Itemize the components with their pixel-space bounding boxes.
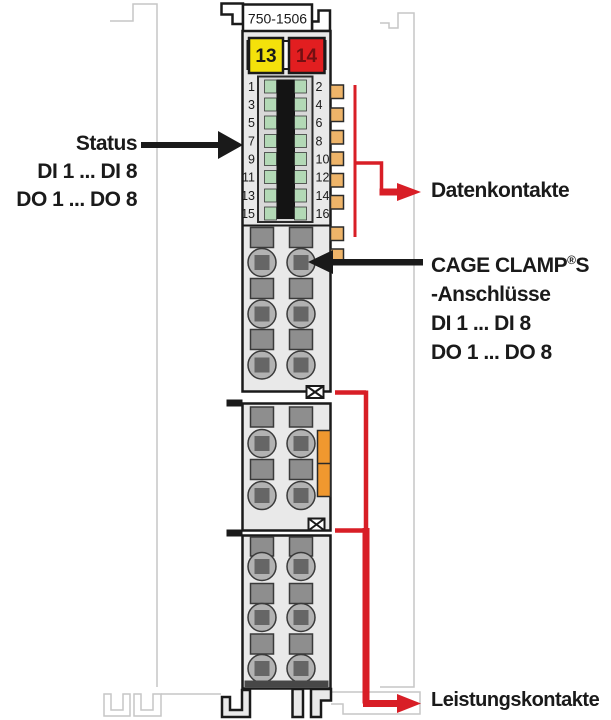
mounting-feet bbox=[220, 687, 333, 719]
svg-text:8: 8 bbox=[316, 135, 323, 149]
right-module-outline bbox=[380, 12, 415, 688]
led-status-block: 1 3 5 7 9 11 13 15 2 4 6 8 10 12 14 16 bbox=[241, 75, 330, 223]
top-right-hook bbox=[310, 9, 332, 33]
red-address-button bbox=[287, 36, 326, 75]
led-center-strip bbox=[276, 79, 295, 219]
cage-clamp-label: CAGE CLAMP®S -Anschlüsse DI 1 ... DI 8 D… bbox=[431, 246, 590, 367]
right-module-foot-outline bbox=[331, 691, 421, 715]
part-number-text: 750-1506 bbox=[248, 11, 307, 27]
left-module-foot-outline bbox=[103, 693, 131, 717]
svg-text:5: 5 bbox=[248, 116, 255, 130]
svg-text:15: 15 bbox=[241, 207, 255, 221]
cage-clamp-arrow bbox=[308, 250, 423, 274]
datenkontakte-line bbox=[353, 85, 421, 237]
red-annotation-lines bbox=[335, 85, 421, 713]
svg-text:2: 2 bbox=[316, 80, 323, 94]
module-body-lower bbox=[226, 529, 332, 690]
left-module-foot-outline bbox=[133, 693, 162, 717]
svg-text:13: 13 bbox=[241, 189, 255, 203]
cage-clamp-subtitle: -Anschlüsse bbox=[431, 283, 551, 306]
data-contact-pins bbox=[329, 84, 345, 264]
datenkontakte-label: Datenkontakte bbox=[431, 179, 570, 202]
svg-text:7: 7 bbox=[248, 135, 255, 149]
bottom-dark-strip bbox=[244, 680, 329, 687]
svg-text:4: 4 bbox=[316, 98, 323, 112]
svg-text:12: 12 bbox=[316, 171, 330, 185]
power-jumper-contact bbox=[316, 429, 332, 498]
yellow-address-button bbox=[247, 36, 285, 75]
datenkontakte-arrowhead bbox=[397, 183, 421, 201]
right-foot-prong bbox=[309, 687, 333, 719]
adjacent-modules-outline bbox=[103, 3, 421, 717]
left-module-outline bbox=[110, 3, 158, 687]
leistungskontakte-line bbox=[335, 390, 421, 713]
part-number-box bbox=[241, 3, 314, 33]
status-arrow bbox=[141, 131, 243, 159]
black-annotation-arrows bbox=[141, 131, 423, 274]
left-latch-tick bbox=[226, 529, 243, 537]
status-di-range: DI 1 ... DI 8 bbox=[37, 160, 137, 183]
svg-text:1: 1 bbox=[248, 80, 255, 94]
left-latch-tick bbox=[226, 399, 243, 407]
cage-clamp-do-range: DO 1 ... DO 8 bbox=[431, 341, 552, 364]
middle-foot-prong bbox=[291, 687, 305, 719]
registered-trademark-symbol: ® bbox=[567, 253, 576, 267]
module-body-middle bbox=[226, 399, 332, 532]
left-foot bbox=[220, 688, 252, 719]
module-top-tab: 750-1506 bbox=[220, 2, 332, 33]
status-do-range: DO 1 ... DO 8 bbox=[16, 188, 137, 211]
led-array bbox=[264, 79, 307, 221]
addressing-buttons: 13 14 bbox=[246, 36, 327, 75]
pin-numbers-left: 1 3 5 7 9 11 13 15 bbox=[241, 80, 255, 221]
svg-text:6: 6 bbox=[316, 116, 323, 130]
cage-clamp-di-range: DI 1 ... DI 8 bbox=[431, 312, 531, 335]
power-jumper-symbol-bottom bbox=[307, 517, 326, 532]
status-label: Status DI 1 ... DI 8 DO 1 ... DO 8 bbox=[16, 130, 137, 214]
svg-text:11: 11 bbox=[242, 171, 255, 185]
status-arrowhead bbox=[218, 131, 243, 159]
svg-text:16: 16 bbox=[316, 207, 330, 221]
leistungskontakte-arrowhead bbox=[397, 694, 421, 713]
red-button-label: 14 bbox=[296, 46, 318, 67]
svg-text:9: 9 bbox=[248, 153, 255, 167]
yellow-button-label: 13 bbox=[255, 46, 276, 67]
status-title: Status bbox=[75, 132, 138, 155]
top-left-hook bbox=[220, 2, 245, 26]
svg-text:14: 14 bbox=[316, 189, 330, 203]
svg-text:10: 10 bbox=[316, 153, 330, 167]
clamp-section-1 bbox=[247, 226, 316, 380]
cage-clamp-title: CAGE CLAMP®S bbox=[431, 253, 590, 277]
cage-clamp-arrowhead bbox=[308, 250, 333, 274]
svg-text:3: 3 bbox=[248, 98, 255, 112]
pin-numbers-right: 2 4 6 8 10 12 14 16 bbox=[316, 80, 330, 221]
leistungskontakte-label: Leistungskontakte bbox=[431, 689, 600, 711]
power-jumper-symbol-top bbox=[305, 385, 325, 399]
